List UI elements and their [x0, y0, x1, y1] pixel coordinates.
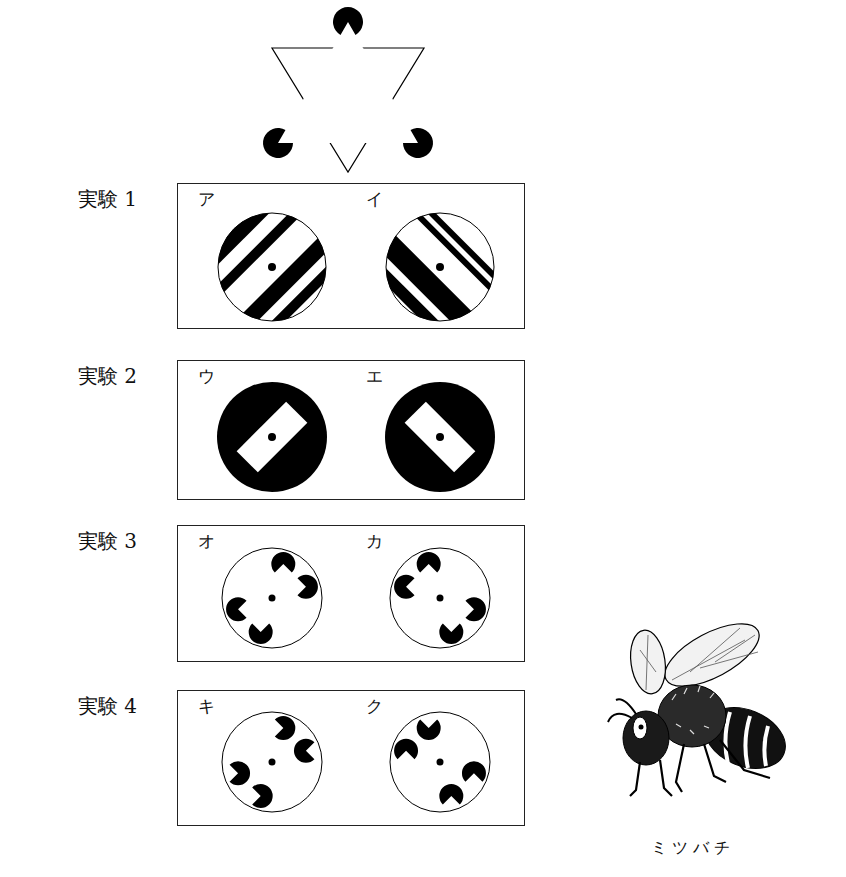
- illusory-figure: [222, 548, 490, 812]
- pacman-shape: [394, 575, 414, 599]
- pacman-shape: [439, 623, 463, 643]
- illusory-figure-part: [390, 712, 490, 812]
- experiment-label: 実験 1: [78, 188, 137, 210]
- experiment-label: 実験 2: [78, 365, 137, 387]
- stripe-pattern-part: [386, 213, 494, 321]
- pacman-shape: [226, 597, 246, 621]
- bee-illustration-part: [672, 628, 758, 680]
- bee-illustration-part: [608, 699, 636, 722]
- stripe-pattern-part-part-part: [400, 197, 510, 307]
- figure-letter: オ: [198, 532, 215, 551]
- stripe-pattern-part: [218, 213, 326, 321]
- bar-pattern-part: [385, 382, 495, 492]
- illusory-figure-part: [222, 548, 322, 648]
- bee-illustration-part: [627, 628, 670, 696]
- pacman-shape: [465, 597, 485, 621]
- bee-illustration-part: [630, 740, 770, 796]
- bar-pattern-part: [268, 433, 276, 441]
- stripe-pattern: [351, 189, 518, 356]
- bar-pattern: [385, 382, 495, 492]
- bee-illustration-part: [639, 725, 644, 730]
- kanizsa-figure-part: [263, 128, 293, 158]
- bee-illustration-part: [640, 635, 656, 690]
- stripe-pattern-part: [268, 263, 276, 271]
- pacman-shape: [462, 761, 486, 781]
- kanizsa-figure: [263, 7, 433, 172]
- stripe-pattern-part-part-part: [248, 239, 361, 352]
- caption-label: ミツバチ: [651, 838, 735, 859]
- bar-pattern-part: [217, 382, 327, 492]
- pacman-shape: [230, 761, 250, 785]
- figure-letter: ア: [198, 190, 215, 209]
- stripe-pattern-part: [351, 189, 518, 356]
- kanizsa-figure-part: [403, 128, 433, 158]
- experiment-box: 実験 1アイ: [177, 183, 525, 329]
- figure-letter: カ: [366, 532, 383, 551]
- bar-pattern-part: [237, 402, 308, 473]
- pacman-shape: [417, 552, 441, 572]
- pacman-shape: [297, 575, 317, 599]
- figure-letter: ク: [366, 697, 383, 716]
- pacman-shape: [439, 784, 463, 804]
- bee-illustration-part: [633, 717, 647, 739]
- pacman-shape: [249, 623, 273, 643]
- bee-illustration-part: [672, 686, 714, 734]
- bee-illustration-part: [725, 712, 768, 768]
- bar-pattern-part: [405, 402, 476, 473]
- stripe-pattern: [177, 168, 361, 352]
- stripe-pattern-part-part: [351, 189, 518, 356]
- pacman-shape: [252, 784, 272, 808]
- experiment-box: 実験 3オカ: [177, 525, 525, 662]
- illusory-figure-part: [269, 759, 276, 766]
- stripe-pattern-part: [177, 168, 361, 352]
- stripe-pattern-part-part: [177, 168, 361, 352]
- illusory-figure-part: [269, 595, 276, 602]
- figure-letter: キ: [198, 697, 215, 716]
- bar-pattern: [217, 382, 327, 492]
- experiment-box: 実験 4キク: [177, 690, 525, 826]
- stripe-pattern-part: [436, 263, 444, 271]
- illusory-figure-part: [390, 548, 490, 648]
- experiment-box: 実験 2ウエ: [177, 360, 525, 500]
- illusory-figure-part: [437, 759, 444, 766]
- illusory-figure-part: [222, 712, 322, 812]
- stripe-pattern-part-part-part: [230, 220, 347, 337]
- pacman-shape: [294, 739, 314, 763]
- bee-illustration-part: [656, 611, 768, 699]
- kanizsa-figure-part: [278, 22, 418, 143]
- stripe-pattern-part-part-part: [365, 220, 487, 342]
- bar-pattern-part: [436, 433, 444, 441]
- kanizsa-figure-part: [333, 7, 363, 35]
- figure-letter: イ: [366, 190, 383, 209]
- illusory-figure-part: [437, 595, 444, 602]
- bee-illustration: [608, 611, 794, 796]
- figure-letter: エ: [366, 367, 383, 386]
- figure-letter: ウ: [198, 367, 215, 386]
- pacman-shape: [417, 720, 441, 740]
- experiment-label: 実験 3: [78, 530, 137, 552]
- stripe-pattern-part-part-part: [203, 193, 316, 306]
- pacman-shape: [271, 552, 295, 572]
- experiment-label: 実験 4: [78, 695, 137, 717]
- stripe-pattern-part-part-part: [351, 242, 466, 357]
- pacman-shape: [275, 716, 295, 740]
- pacman-shape: [394, 739, 418, 759]
- bee-illustration-part: [623, 711, 669, 765]
